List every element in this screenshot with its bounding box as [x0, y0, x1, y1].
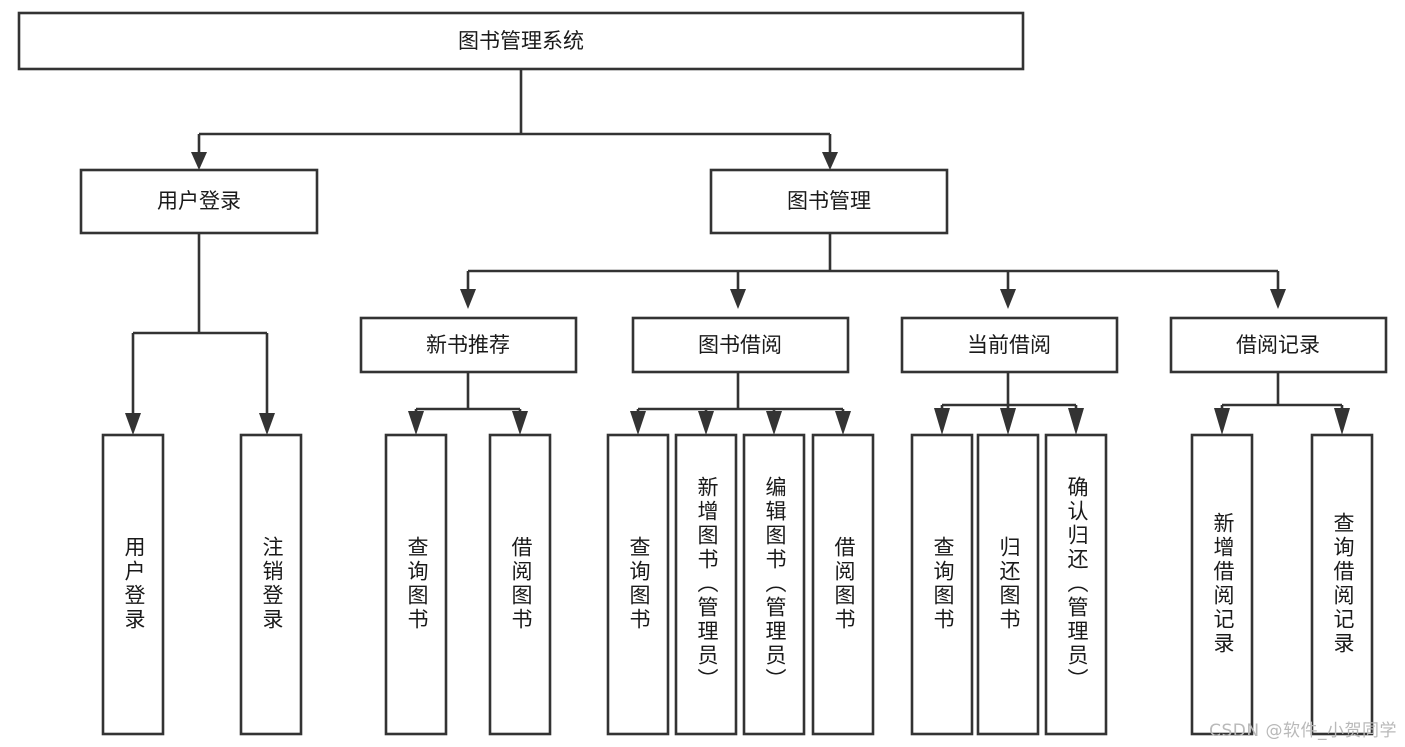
node-book-manage[interactable]: 图书管理: [709, 168, 949, 235]
arrow-head-nb-leaf-1: [408, 411, 424, 435]
leaf-node[interactable]: 查询图书: [606, 433, 670, 736]
arrow-head-current-borrow: [1000, 289, 1016, 309]
arrow-head-book-manage: [822, 152, 838, 170]
node-user-login[interactable]: 用户登录: [79, 168, 319, 235]
node-user-login-box[interactable]: [79, 168, 319, 235]
arrow-head-borrow-record: [1270, 289, 1286, 309]
leaf-logout-box[interactable]: [239, 433, 303, 736]
leaf-bb-edit-book-box[interactable]: [742, 433, 806, 736]
leaf-bb-add-book-label: 新增图书（管理员）: [695, 476, 719, 692]
leaf-br-add-record-label: 新增借阅记录: [1211, 512, 1235, 656]
leaf-br-query-record-box[interactable]: [1310, 433, 1374, 736]
leaf-br-add-record-box[interactable]: [1190, 433, 1254, 736]
node-new-book-recommend-label: 新书推荐: [426, 333, 510, 357]
arrow-head-br-leaf-2: [1334, 408, 1350, 435]
node-current-borrow[interactable]: 当前借阅: [900, 316, 1119, 374]
leaf-cb-confirm-return-box[interactable]: [1044, 433, 1108, 736]
arrow-head-leaf-user-login: [125, 413, 141, 435]
leaf-user-login-box[interactable]: [101, 433, 165, 736]
leaf-node[interactable]: 查询图书: [910, 433, 974, 736]
leaf-node[interactable]: 用户登录: [101, 433, 165, 736]
node-book-borrow[interactable]: 图书借阅: [631, 316, 850, 374]
leaf-node[interactable]: 确认归还（管理员）: [1044, 433, 1108, 736]
arrow-head-new-book-recommend: [460, 289, 476, 309]
leaf-node[interactable]: 借阅图书: [488, 433, 552, 736]
leaf-cb-confirm-return-label: 确认归还（管理员）: [1065, 476, 1089, 692]
leaf-nb-borrow-book-label: 借阅图书: [509, 536, 533, 632]
leaf-bb-query-book-label: 查询图书: [627, 536, 651, 632]
leaf-node[interactable]: 新增借阅记录: [1190, 433, 1254, 736]
leaf-node[interactable]: 注销登录: [239, 433, 303, 736]
arrow-head-cb-leaf-3: [1068, 408, 1084, 435]
node-root-system-box[interactable]: [17, 11, 1025, 71]
leaf-bb-borrow-book-box[interactable]: [811, 433, 875, 736]
leaf-nb-borrow-book-box[interactable]: [488, 433, 552, 736]
node-borrow-record-box[interactable]: [1169, 316, 1388, 374]
leaf-cb-query-book-box[interactable]: [910, 433, 974, 736]
arrow-head-user-login: [191, 152, 207, 170]
leaf-bb-borrow-book-label: 借阅图书: [832, 536, 856, 632]
leaf-node[interactable]: 借阅图书: [811, 433, 875, 736]
leaf-cb-return-book-box[interactable]: [976, 433, 1040, 736]
node-borrow-record-label: 借阅记录: [1236, 333, 1320, 357]
node-new-book-recommend-box[interactable]: [359, 316, 578, 374]
leaf-bb-query-book-box[interactable]: [606, 433, 670, 736]
leaf-cb-query-book-label: 查询图书: [931, 536, 955, 632]
leaf-node[interactable]: 编辑图书（管理员）: [742, 433, 806, 736]
node-current-borrow-box[interactable]: [900, 316, 1119, 374]
arrow-head-bb-leaf-4: [835, 411, 851, 435]
arrow-head-leaf-logout: [259, 413, 275, 435]
node-current-borrow-label: 当前借阅: [967, 333, 1051, 357]
node-book-borrow-label: 图书借阅: [698, 333, 782, 357]
node-book-manage-box[interactable]: [709, 168, 949, 235]
arrow-head-nb-leaf-2: [512, 411, 528, 435]
leaf-bb-add-book-box[interactable]: [674, 433, 738, 736]
node-root-system[interactable]: 图书管理系统: [17, 11, 1025, 71]
leaf-node[interactable]: 新增图书（管理员）: [674, 433, 738, 736]
csdn-watermark: CSDN @软件_小贺同学: [1209, 721, 1397, 741]
arrow-head-bb-leaf-3: [766, 411, 782, 435]
node-book-manage-label: 图书管理: [787, 189, 871, 213]
arrow-head-cb-leaf-1: [934, 408, 950, 435]
leaf-bb-edit-book-label: 编辑图书（管理员）: [763, 476, 787, 692]
arrow-head-br-leaf-1: [1214, 408, 1230, 435]
node-new-book-recommend[interactable]: 新书推荐: [359, 316, 578, 374]
leaf-nb-query-book-box[interactable]: [384, 433, 448, 736]
leaf-logout-label: 注销登录: [260, 536, 284, 632]
arrow-head-bb-leaf-2: [698, 411, 714, 435]
node-user-login-label: 用户登录: [157, 189, 241, 213]
leaf-cb-return-book-label: 归还图书: [997, 536, 1021, 632]
leaf-nb-query-book-label: 查询图书: [405, 536, 429, 632]
leaf-br-query-record-label: 查询借阅记录: [1331, 512, 1355, 656]
arrow-head-book-borrow: [730, 289, 746, 309]
leaf-node[interactable]: 查询图书: [384, 433, 448, 736]
arrow-head-bb-leaf-1: [630, 411, 646, 435]
node-root-system-label: 图书管理系统: [458, 29, 584, 53]
arrow-head-cb-leaf-2: [1000, 408, 1016, 435]
leaf-user-login-label: 用户登录: [122, 536, 146, 632]
node-borrow-record[interactable]: 借阅记录: [1169, 316, 1388, 374]
connector-layer: [125, 69, 1350, 435]
leaf-node[interactable]: 查询借阅记录: [1310, 433, 1374, 736]
node-book-borrow-box[interactable]: [631, 316, 850, 374]
leaf-node[interactable]: 归还图书: [976, 433, 1040, 736]
